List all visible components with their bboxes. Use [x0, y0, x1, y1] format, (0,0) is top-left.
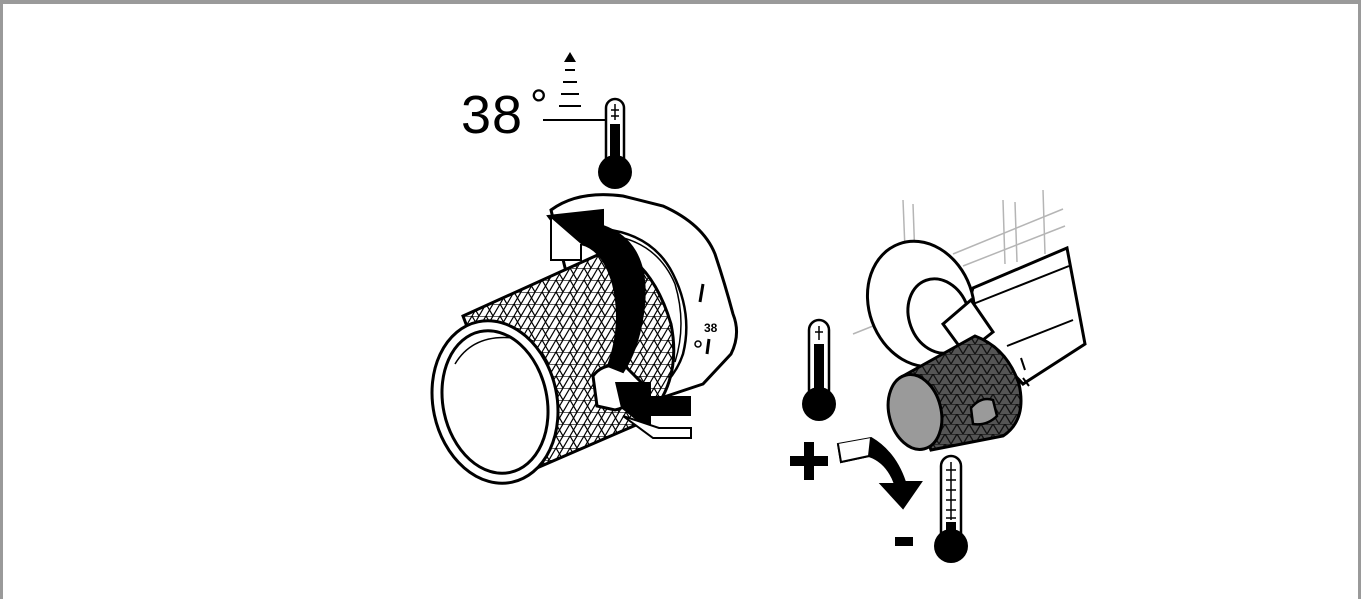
mixer-overview — [865, 239, 1087, 452]
thermometer-icon — [934, 454, 968, 563]
rotate-arrow-icon — [836, 436, 923, 510]
thermometer-icon — [598, 97, 632, 189]
minus-icon — [895, 537, 913, 546]
degree-sign: ° — [530, 81, 548, 130]
thermometer-icon — [802, 318, 836, 421]
rotate-arrow-icon — [546, 208, 646, 374]
mixer-diagram: 38 — [430, 52, 1087, 563]
temperature-scale-icon — [543, 52, 607, 121]
up-arrow-triangle-icon — [564, 52, 576, 62]
temperature-value: 38 — [461, 85, 524, 145]
push-arrow-icon — [615, 382, 692, 439]
plus-icon — [790, 442, 828, 480]
svg-text:38: 38 — [704, 321, 718, 335]
